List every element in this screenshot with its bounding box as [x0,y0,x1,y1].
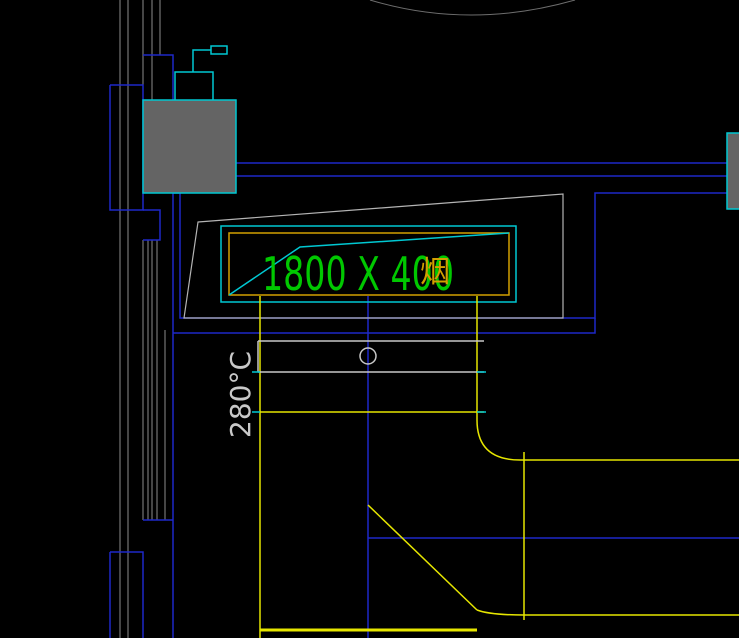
duct-mark-label: 烟 [420,255,450,290]
fire-damper-temp-label: 280°C [224,351,257,438]
vertical-duct[interactable] [259,296,739,638]
fire-damper[interactable] [252,340,486,413]
door-swing-arc [369,0,576,16]
smoke-shaft-outline[interactable] [183,193,564,319]
wall-lines [119,0,166,638]
fan-unit-valve [210,45,228,55]
duct-opening-inner [228,232,510,296]
damper-symbol-icon [359,347,377,365]
duct-size-label: 1800 X 400 [262,247,454,301]
fan-unit-pipe [192,49,211,72]
fan-unit-motor [174,71,214,100]
duct-opening-outer[interactable] [220,225,517,303]
duct-opening-slope [228,232,510,296]
right-equipment-box[interactable] [726,132,739,210]
fan-unit-body [142,99,237,194]
fan-unit[interactable] [142,45,237,194]
